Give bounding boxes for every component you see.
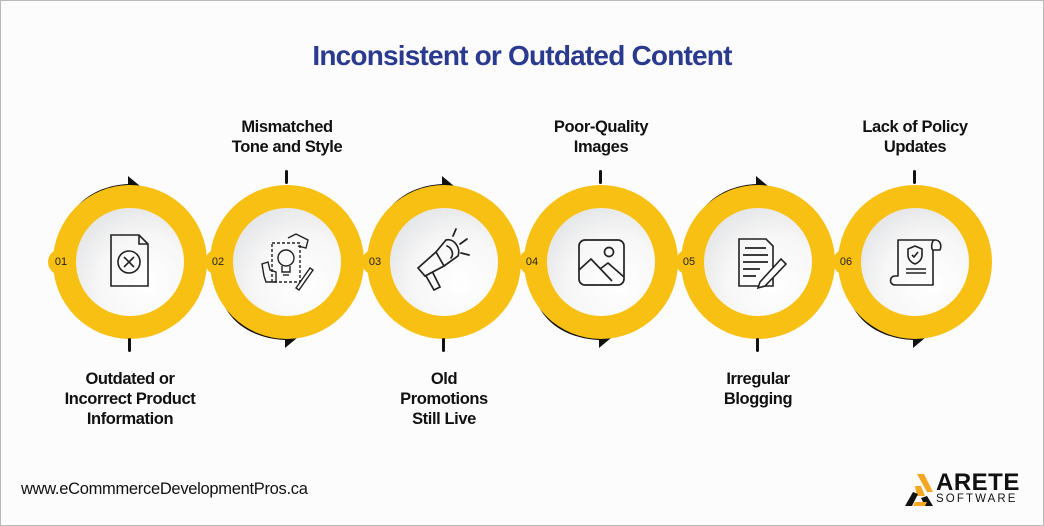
step-label-line: Still Live xyxy=(412,410,476,428)
step-label-2: Mismatched Tone and Style xyxy=(197,117,377,157)
policy-scroll-shield-icon xyxy=(889,239,942,286)
step-badge-3: 03 xyxy=(362,249,388,275)
step-label-line: Outdated or xyxy=(85,370,175,388)
step-label-1: Outdated or Incorrect Product Informatio… xyxy=(40,369,220,429)
step-label-line: Updates xyxy=(883,138,947,156)
step-badge-2: 02 xyxy=(205,249,231,275)
arete-logo-mark-icon xyxy=(905,474,933,506)
step-label-line: Promotions xyxy=(400,390,488,408)
connector-tick-3 xyxy=(442,338,445,352)
step-2-graphic xyxy=(210,185,364,348)
document-pencil-icon xyxy=(738,238,788,290)
step-badge-1: 01 xyxy=(48,249,74,275)
step-label-line: Blogging xyxy=(723,390,793,408)
hands-lightbulb-idea-icon xyxy=(261,233,314,291)
step-label-line: Images xyxy=(573,138,629,156)
step-label-3: Old Promotions Still Live xyxy=(354,369,534,429)
megaphone-icon xyxy=(416,228,470,292)
step-6-graphic xyxy=(838,185,992,348)
connector-tick-2 xyxy=(285,170,288,184)
step-1-graphic xyxy=(53,176,207,339)
step-badge-4: 04 xyxy=(519,249,545,275)
step-3-graphic xyxy=(367,176,521,339)
step-label-line: Incorrect Product xyxy=(64,390,196,408)
step-label-line: Poor-Quality xyxy=(553,118,649,136)
document-x-icon xyxy=(110,234,149,287)
step-label-line: Tone and Style xyxy=(231,138,343,156)
step-label-line: Lack of Policy xyxy=(862,118,968,136)
image-icon xyxy=(578,239,625,286)
step-label-line: Old xyxy=(430,370,458,388)
step-label-4: Poor-Quality Images xyxy=(511,117,691,157)
connector-tick-5 xyxy=(756,338,759,352)
step-label-line: Mismatched xyxy=(241,118,333,136)
logo-wordmark: ARETE xyxy=(936,469,1020,496)
step-label-6: Lack of Policy Updates xyxy=(825,117,1005,157)
step-label-5: Irregular Blogging xyxy=(668,369,848,409)
logo-subtitle: SOFTWARE xyxy=(936,493,1018,505)
step-5-graphic xyxy=(681,176,835,339)
step-label-line: Information xyxy=(86,410,174,428)
page-title: Inconsistent or Outdated Content xyxy=(312,40,732,71)
connector-tick-1 xyxy=(128,338,131,352)
arete-software-logo: ARETE SOFTWARE xyxy=(903,469,1027,508)
step-badge-5: 05 xyxy=(676,249,702,275)
connector-tick-4 xyxy=(599,170,602,184)
website-url: www.eCommmerceDevelopmentPros.ca xyxy=(21,480,308,498)
connector-tick-6 xyxy=(913,170,916,184)
step-4-graphic xyxy=(524,185,678,348)
step-label-line: Irregular xyxy=(726,370,790,388)
step-badge-6: 06 xyxy=(833,249,859,275)
